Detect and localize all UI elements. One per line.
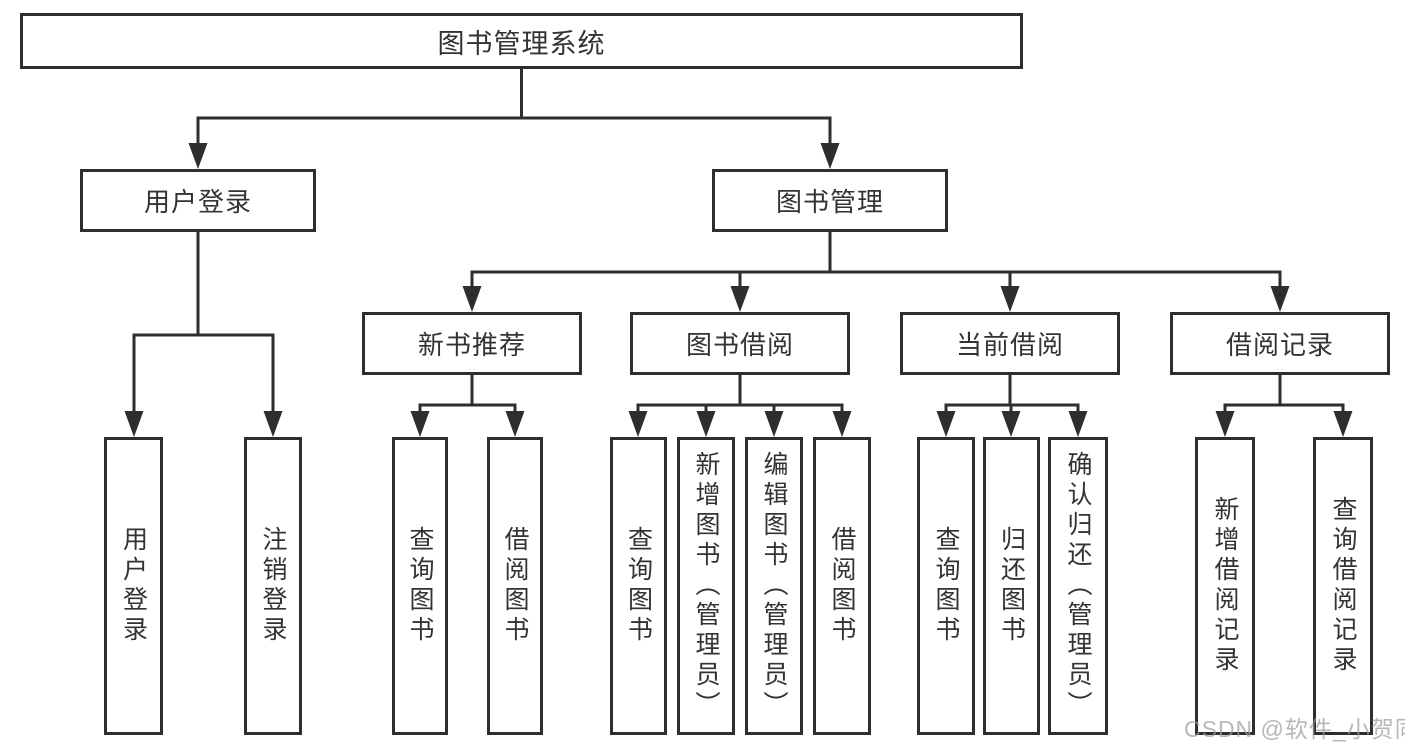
leaf-user-login: 用户登录 [104, 437, 163, 735]
leaf-recommend-query-books-label: 查询图书 [406, 526, 434, 646]
leaf-current-query-books: 查询图书 [917, 437, 975, 735]
connector-recommend-to-leaves [418, 375, 517, 413]
node-user-login-label: 用户登录 [143, 187, 252, 217]
connector-userlogin-to-leaves [132, 232, 275, 413]
node-book-borrow-label: 图书借阅 [685, 330, 794, 360]
node-root-label: 图书管理系统 [437, 28, 606, 59]
leaf-borrow-books: 借阅图书 [813, 437, 871, 735]
arrowheads [124, 143, 1353, 437]
node-user-login: 用户登录 [80, 169, 316, 232]
node-book-management-label: 图书管理 [775, 187, 884, 217]
connector-records-to-leaves [1223, 375, 1345, 413]
connector-bookmgmt-to-level3 [470, 232, 1282, 288]
leaf-add-books-admin: 新增图书（管理员） [677, 437, 735, 735]
leaf-query-borrow-record: 查询借阅记录 [1313, 437, 1373, 735]
node-book-management: 图书管理 [712, 169, 948, 232]
leaf-add-borrow-record: 新增借阅记录 [1195, 437, 1255, 735]
leaf-user-login-label: 用户登录 [119, 526, 148, 646]
node-borrow-records-label: 借阅记录 [1225, 330, 1334, 360]
node-root: 图书管理系统 [20, 13, 1023, 69]
leaf-return-books-label: 归还图书 [997, 526, 1026, 646]
node-book-borrow: 图书借阅 [630, 312, 850, 375]
leaf-recommend-borrow-books: 借阅图书 [487, 437, 543, 735]
connector-root-to-level2 [196, 69, 832, 145]
node-current-borrow-label: 当前借阅 [955, 330, 1064, 360]
leaf-borrow-books-label: 借阅图书 [828, 526, 856, 646]
node-new-book-recommend: 新书推荐 [362, 312, 582, 375]
node-borrow-records: 借阅记录 [1170, 312, 1390, 375]
connector-borrow-to-leaves [636, 375, 844, 413]
leaf-edit-books-admin: 编辑图书（管理员） [745, 437, 803, 735]
leaf-borrow-query-books-label: 查询图书 [624, 526, 653, 646]
leaf-add-books-admin-label: 新增图书（管理员） [692, 451, 720, 721]
leaf-current-query-books-label: 查询图书 [932, 526, 960, 646]
leaf-edit-books-admin-label: 编辑图书（管理员） [760, 451, 788, 721]
csdn-watermark: CSDN @软件_小贺同学 [1184, 716, 1405, 742]
leaf-logout-label: 注销登录 [259, 526, 287, 646]
connector-current-to-leaves [944, 375, 1080, 413]
leaf-confirm-return-admin: 确认归还（管理员） [1048, 437, 1108, 735]
leaf-recommend-query-books: 查询图书 [392, 437, 448, 735]
leaf-confirm-return-admin-label: 确认归还（管理员） [1064, 451, 1092, 721]
node-new-book-recommend-label: 新书推荐 [417, 330, 526, 360]
leaf-return-books: 归还图书 [983, 437, 1040, 735]
node-current-borrow: 当前借阅 [900, 312, 1120, 375]
leaf-borrow-query-books: 查询图书 [610, 437, 667, 735]
leaf-add-borrow-record-label: 新增借阅记录 [1211, 496, 1239, 676]
leaf-recommend-borrow-books-label: 借阅图书 [501, 526, 529, 646]
leaf-query-borrow-record-label: 查询借阅记录 [1329, 496, 1357, 676]
leaf-logout: 注销登录 [244, 437, 302, 735]
